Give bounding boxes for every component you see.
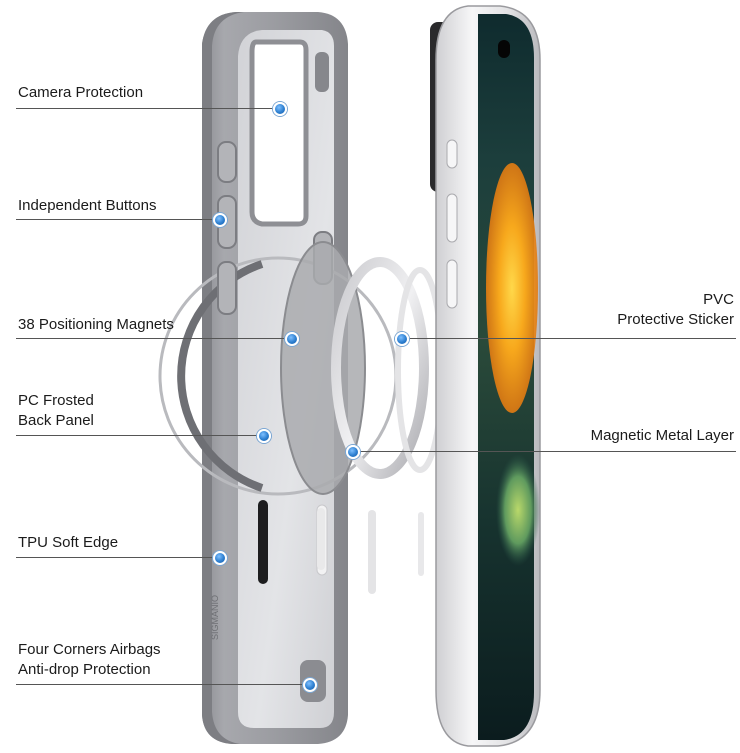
callout-positioning-magnets-line-1: 38 Positioning Magnets — [18, 316, 174, 333]
callout-dot-magnetic-metal-layer — [346, 445, 360, 459]
callout-line-positioning-magnets — [16, 338, 292, 339]
callout-camera-protection: Camera Protection — [18, 83, 143, 103]
callout-pc-frosted-back-panel-line-1: PC Frosted — [18, 392, 94, 409]
callout-independent-buttons: Independent Buttons — [18, 196, 156, 216]
callout-pvc-protective-sticker-line-2: Protective Sticker — [617, 311, 734, 328]
callout-pvc-protective-sticker: PVC Protective Sticker — [617, 290, 734, 330]
callout-line-four-corners-airbags — [16, 684, 310, 685]
callout-dot-pvc-protective-sticker — [395, 332, 409, 346]
callout-line-pvc-protective-sticker — [402, 338, 736, 339]
callout-four-corners-airbags: Four Corners Airbags Anti-drop Protectio… — [18, 640, 161, 680]
svg-text:SIGMANIO: SIGMANIO — [210, 595, 220, 640]
callout-independent-buttons-line-1: Independent Buttons — [18, 197, 157, 214]
callout-dot-independent-buttons — [213, 213, 227, 227]
callout-dot-pc-frosted-back-panel — [257, 429, 271, 443]
callout-camera-protection-line-1: Camera Protection — [18, 84, 144, 101]
callout-line-camera-protection — [16, 108, 280, 109]
callout-line-independent-buttons — [16, 219, 220, 220]
phone-device — [430, 5, 541, 747]
callout-line-pc-frosted-back-panel — [16, 435, 264, 436]
callout-tpu-soft-edge-line-1: TPU Soft Edge — [18, 534, 119, 551]
callout-dot-camera-protection — [273, 102, 287, 116]
callout-line-magnetic-metal-layer — [353, 451, 736, 452]
callout-four-corners-airbags-line-2: Anti-drop Protection — [18, 661, 151, 678]
callout-magnetic-metal-layer: Magnetic Metal Layer — [591, 426, 734, 446]
callout-pvc-protective-sticker-line-1: PVC — [703, 291, 734, 308]
callout-dot-tpu-soft-edge — [213, 551, 227, 565]
magnetic-rings — [280, 241, 445, 594]
callout-tpu-soft-edge: TPU Soft Edge — [18, 533, 118, 553]
callout-line-tpu-soft-edge — [16, 557, 220, 558]
callout-dot-positioning-magnets — [285, 332, 299, 346]
callout-dot-four-corners-airbags — [303, 678, 317, 692]
callout-pc-frosted-back-panel-line-2: Back Panel — [18, 412, 94, 429]
callout-four-corners-airbags-line-1: Four Corners Airbags — [18, 641, 161, 658]
callout-pc-frosted-back-panel: PC Frosted Back Panel — [18, 391, 94, 431]
callout-magnetic-metal-layer-line-1: Magnetic Metal Layer — [590, 427, 734, 444]
callout-positioning-magnets: 38 Positioning Magnets — [18, 315, 174, 335]
phone-case: SIGMANIO — [158, 12, 398, 744]
